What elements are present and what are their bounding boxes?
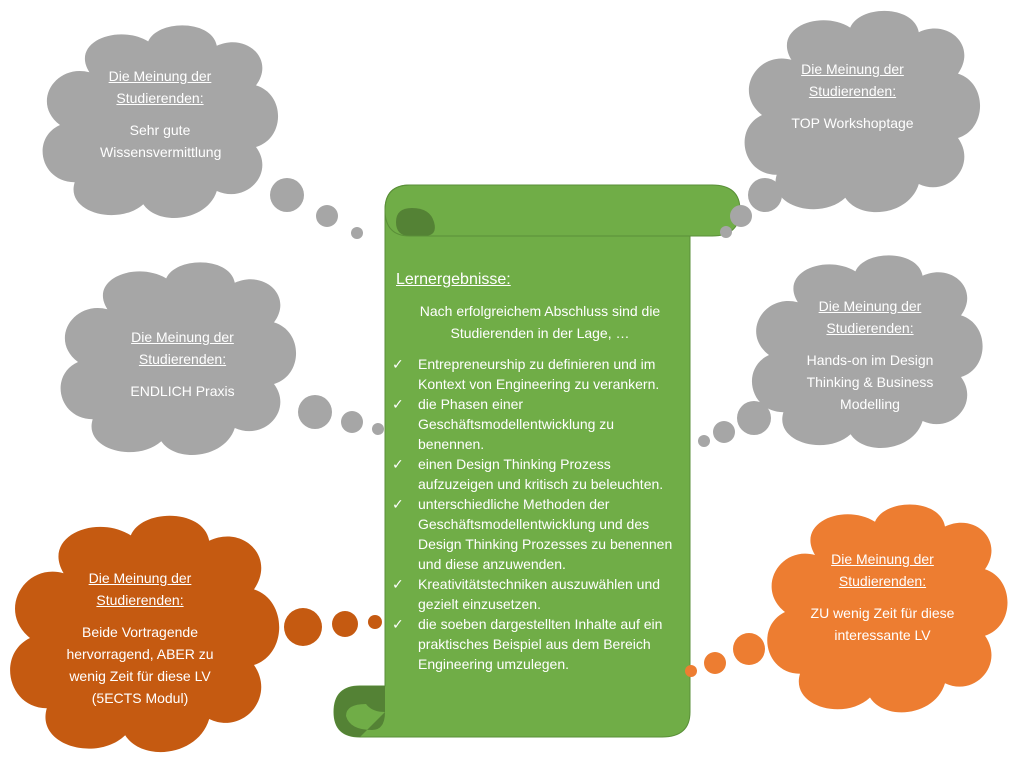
scroll-intro: Nach erfolgreichem Abschluss sind die St… [419,303,661,341]
scroll-bottom-curl [334,686,385,737]
check-icon: ✓ [392,456,404,472]
cloud-bottom-right [685,504,1008,713]
thought-bubble [685,665,697,677]
thought-bubble [372,423,384,435]
list-item: ✓ einen Design Thinking Prozess aufzuzeig… [390,454,690,494]
thought-bubble [332,611,358,637]
cloud-top-left [42,25,363,239]
list-item: ✓ die Phasen einer Geschäftsmodellentwick… [390,394,690,454]
thought-bubble [713,421,735,443]
thought-bubble [733,633,765,665]
check-icon: ✓ [392,356,404,372]
thought-bubble [284,608,322,646]
thought-bubble [298,395,332,429]
cloud-opinion: TOP Workshoptage [791,115,914,131]
thought-bubble [730,205,752,227]
cloud-text-middle-right: Die Meinung der Studierenden: Hands-on i… [790,295,950,415]
thought-bubble [704,652,726,674]
learning-outcomes-text: Lernergebnisse: Nach erfolgreichem Absch… [390,270,690,674]
thought-bubble [316,205,338,227]
cloud-opinion: Beide Vortragende hervorragend, ABER zu … [66,624,214,706]
cloud-text-top-left: Die Meinung der Studierenden: Sehr gute … [70,65,250,163]
cloud-bottom-left [10,515,382,753]
cloud-heading: Die Meinung der Studierenden: [88,570,192,608]
cloud-opinion: ZU wenig Zeit für diese interessante LV [810,605,955,643]
thought-bubble [698,435,710,447]
scroll-title: Lernergebnisse: [396,271,511,288]
thought-bubble [270,178,304,212]
thought-bubble [368,615,382,629]
thought-bubble [737,401,771,435]
cloud-opinion: Sehr gute Wissensvermittlung [100,122,222,160]
list-item: ✓ Entrepreneurship zu definieren und im K… [390,354,690,394]
learning-outcomes-scroll [333,184,741,738]
cloud-top-right [720,10,981,238]
cloud-text-top-right: Die Meinung der Studierenden: TOP Worksh… [770,58,935,134]
cloud-heading: Die Meinung der Studierenden: [818,298,922,336]
thought-bubble [720,226,732,238]
cloud-heading: Die Meinung der Studierenden: [801,61,904,99]
outcome-text: einen Design Thinking Prozess aufzuzeige… [418,456,664,492]
scroll-top-curl [396,208,435,236]
outcome-text: die soeben dargestellten Inhalte auf ein… [418,616,663,672]
check-icon: ✓ [392,616,404,632]
outcome-text: Entrepreneurship zu definieren und im Ko… [418,356,660,392]
cloud-opinion: Hands-on im Design Thinking & Business M… [806,352,934,412]
list-item: ✓ die soeben dargestellten Inhalte auf ei… [390,614,690,674]
outcome-text: die Phasen einer Geschäftsmodellentwickl… [418,396,615,452]
check-icon: ✓ [392,496,404,512]
check-icon: ✓ [392,396,404,412]
cloud-heading: Die Meinung der Studierenden: [131,329,234,367]
cloud-text-bottom-right: Die Meinung der Studierenden: ZU wenig Z… [805,548,960,646]
cloud-middle-left [60,262,384,455]
check-icon: ✓ [392,576,404,592]
scroll-top-curl-edge [384,184,712,237]
outcome-text: Kreativitätstechniken auszuwählen und ge… [418,576,661,612]
cloud-text-bottom-left: Die Meinung der Studierenden: Beide Vort… [45,567,235,709]
cloud-heading: Die Meinung der Studierenden: [108,68,212,106]
cloud-middle-right [698,255,983,448]
list-item: ✓ Kreativitätstechniken auszuwählen und g… [390,574,690,614]
outcome-text: unterschiedliche Methoden der Geschäftsm… [418,496,673,572]
cloud-text-middle-left: Die Meinung der Studierenden: ENDLICH Pr… [95,326,270,402]
cloud-opinion: ENDLICH Praxis [130,383,235,399]
thought-bubble [351,227,363,239]
cloud-heading: Die Meinung der Studierenden: [831,551,934,589]
thought-bubble [748,178,782,212]
list-item: ✓ unterschiedliche Methoden der Geschäfts… [390,494,690,574]
outcomes-list: ✓ Entrepreneurship zu definieren und im K… [390,354,690,674]
thought-bubble [341,411,363,433]
